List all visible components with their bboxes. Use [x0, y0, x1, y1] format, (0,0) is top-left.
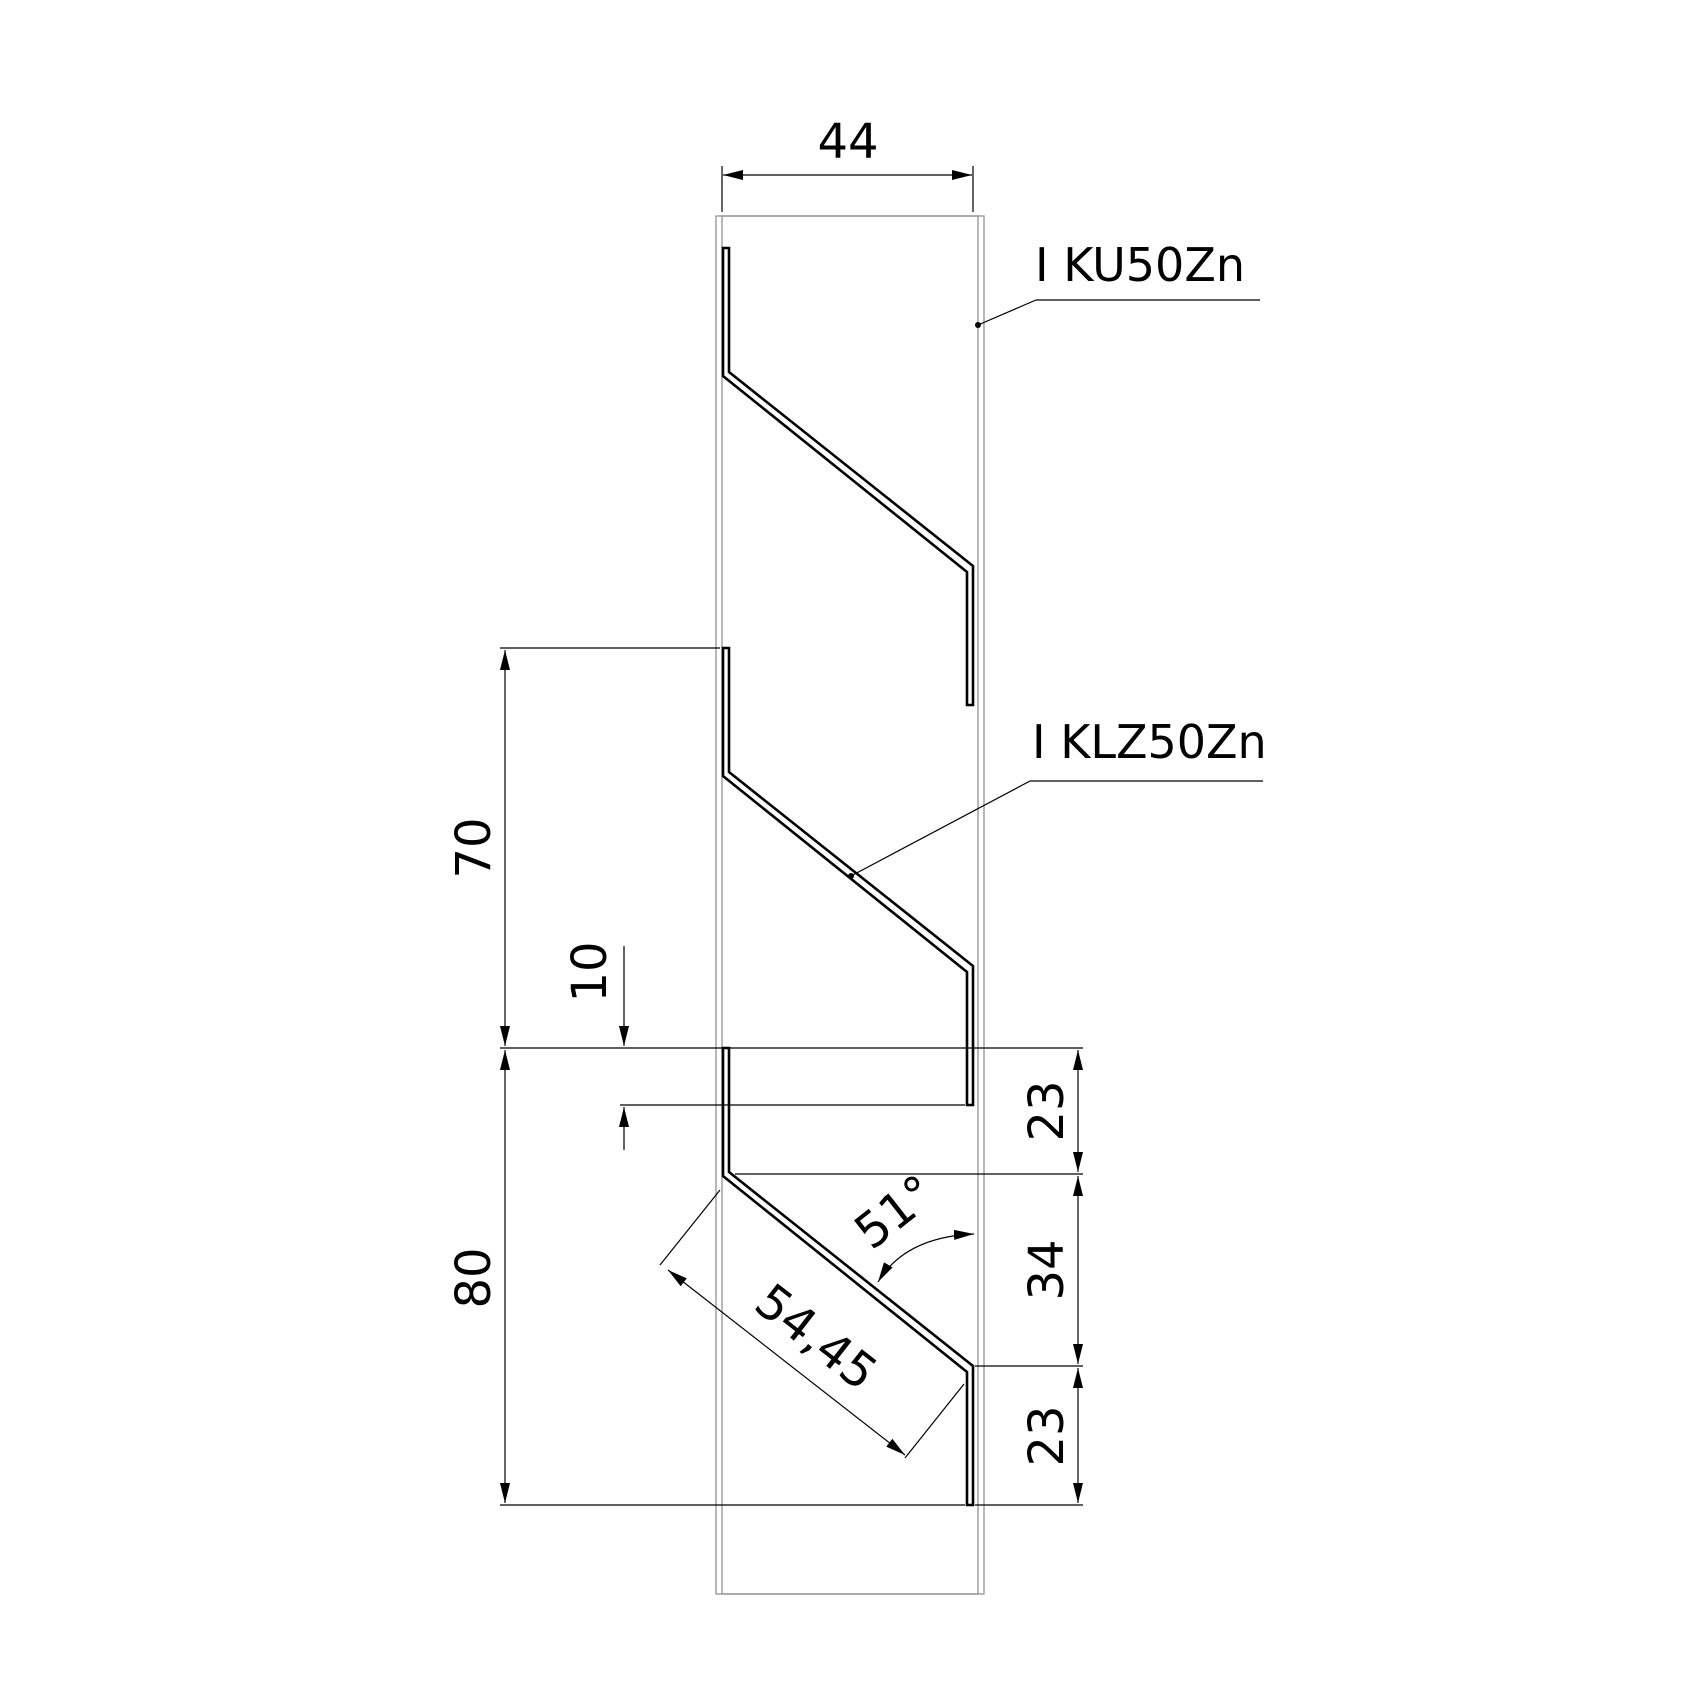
leader-frame: I KU50Zn: [975, 238, 1260, 328]
label-blade: I KLZ50Zn: [1032, 715, 1267, 769]
dimension-angle-label: 51°: [844, 1164, 946, 1261]
dimension-rise-label: 34: [1019, 1239, 1075, 1300]
dimension-bottom-flange-label: 23: [1019, 1405, 1075, 1466]
dimension-pitch-label: 70: [446, 817, 502, 878]
blade-2: [721, 646, 975, 1107]
dimension-height: 80: [446, 1050, 965, 1506]
dimension-width: 44: [721, 114, 974, 212]
blade-3: [721, 1046, 975, 1507]
dimension-angle: 51°: [844, 1164, 975, 1283]
dimension-right-chain: 23 34 23: [735, 1050, 1083, 1506]
dimension-overlap: 10: [562, 941, 965, 1150]
dimension-height-label: 80: [446, 1247, 502, 1308]
dimension-pitch: 70: [446, 647, 1083, 1049]
dimension-overlap-label: 10: [562, 941, 618, 1002]
leader-blade: I KLZ50Zn: [848, 715, 1267, 879]
dimension-top-flange-label: 23: [1019, 1080, 1075, 1141]
label-frame: I KU50Zn: [1035, 238, 1245, 292]
frame-channel: [715, 215, 985, 1595]
blade-1: [721, 246, 975, 707]
dimension-width-label: 44: [817, 114, 878, 170]
